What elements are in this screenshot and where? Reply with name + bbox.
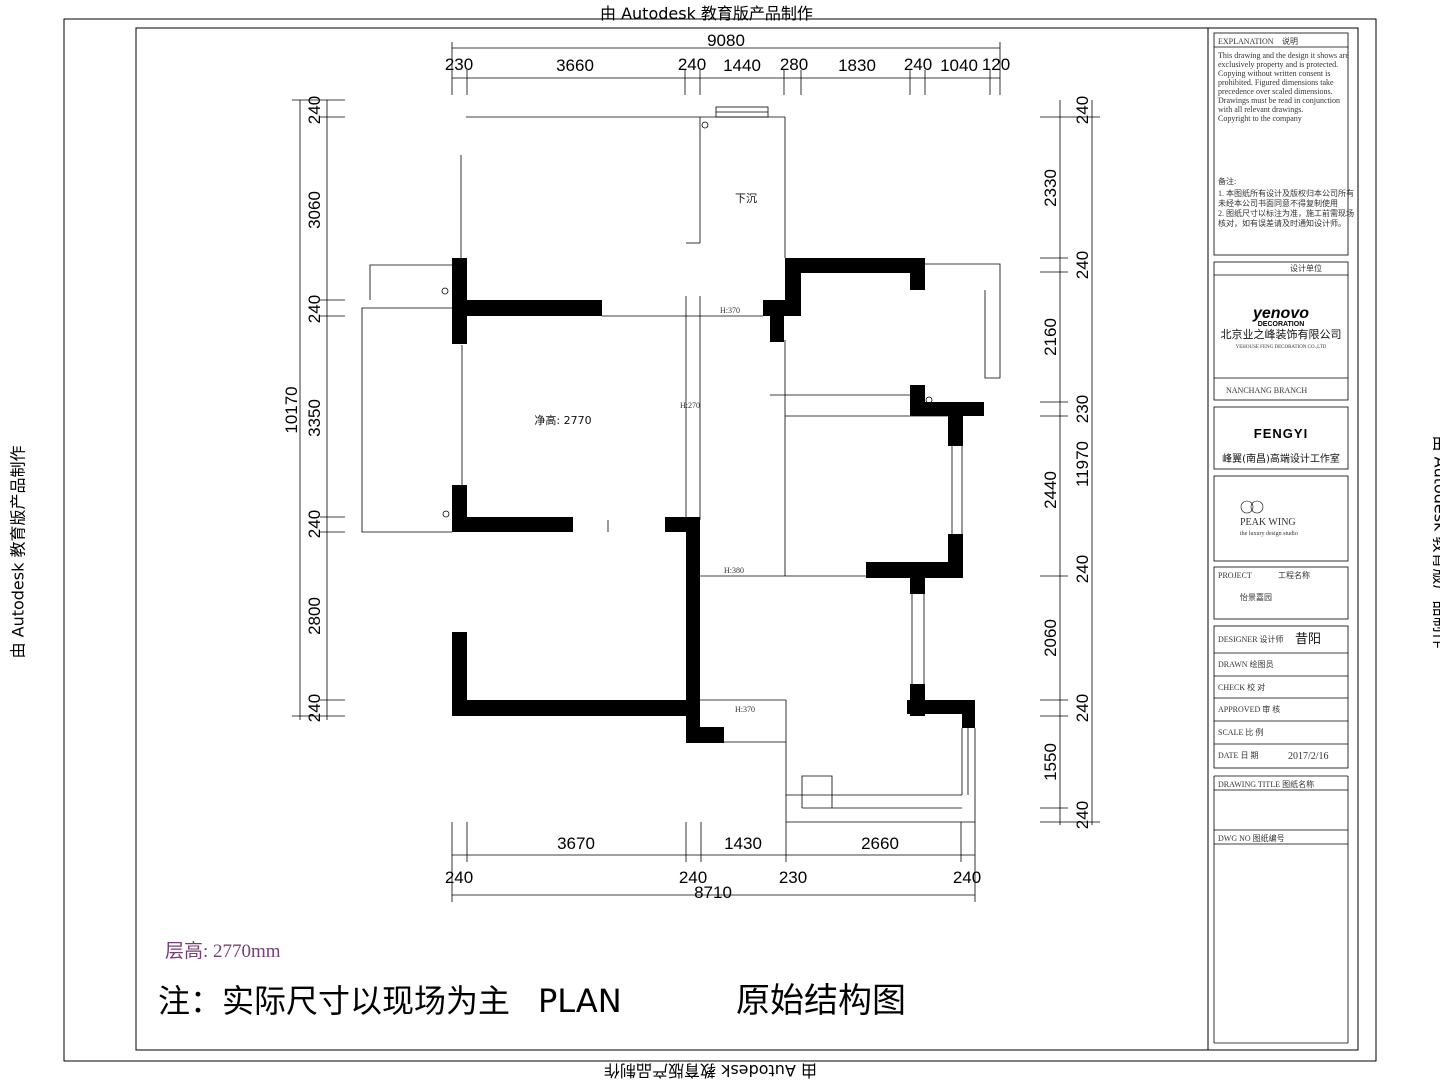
- beam-label-2: H:270: [680, 401, 700, 410]
- tb-note-line: 1. 本图纸所有设计及版权归本公司所有: [1218, 188, 1354, 198]
- dim-top-7: 1040: [940, 56, 978, 75]
- floor-height-note: 层高: 2770mm: [165, 940, 281, 962]
- tb-check-label: CHECK 校 对: [1218, 682, 1265, 692]
- peak-wing-icon-b: [1250, 500, 1264, 514]
- tb-note-line: 未经本公司书面同意不得复制使用: [1218, 198, 1338, 208]
- tb-exp-line: This drawing and the design it shows are: [1218, 51, 1349, 60]
- tb-scale-label: SCALE 比 例: [1218, 727, 1263, 737]
- dim-top-1: 3660: [556, 56, 594, 75]
- dim-top-2: 240: [678, 55, 706, 74]
- tb-note-line: 2. 图纸尺寸以标注为准，施工前需现场: [1218, 208, 1354, 218]
- drawing-title: 原始结构图: [736, 981, 906, 1021]
- dim-top-8: 120: [982, 55, 1010, 74]
- tb-branch: NANCHANG BRANCH: [1226, 386, 1307, 395]
- dim-left-1: 3060: [305, 191, 324, 229]
- dim-top-6: 240: [904, 55, 932, 74]
- dim-right-5: 2440: [1041, 471, 1060, 509]
- tb-project-label-cn: 工程名称: [1278, 570, 1310, 580]
- tb-explanation-header: EXPLANATION: [1218, 37, 1274, 46]
- tb-project-name: 怡景嘉园: [1240, 592, 1272, 602]
- tb-company-logo-sub: DECORATION: [1258, 321, 1305, 328]
- tb-approved-label: APPROVED 审 核: [1218, 704, 1280, 714]
- tb-explanation-header-cn: 说明: [1282, 36, 1298, 46]
- tb-date-value: 2017/2/16: [1288, 751, 1329, 762]
- beam-label-1: H:370: [720, 306, 740, 315]
- room-label-upper: 下沉: [735, 192, 757, 205]
- tb-design-unit: 设计单位: [1290, 263, 1322, 273]
- dim-bottom-total: 8710: [694, 883, 732, 902]
- tb-company-name-en: YEHOUSE FENG DECORATION CO.,LTD: [1236, 345, 1327, 350]
- dim-left-6: 240: [305, 694, 324, 722]
- watermark-top: 由 Autodesk 教育版产品制作: [600, 4, 813, 23]
- tb-studio-name: 峰翼(南昌)高端设计工作室: [1222, 452, 1340, 465]
- dim-left-total: 10170: [282, 386, 301, 433]
- dim-right-7: 2060: [1041, 619, 1060, 657]
- dim-top-4: 280: [780, 55, 808, 74]
- tb-exp-line: precedence over scaled dimensions.: [1218, 87, 1333, 96]
- tb-exp-line: exclusively property and is protected.: [1218, 60, 1338, 69]
- dim-top-total: 9080: [707, 31, 745, 50]
- dim-left-3: 3350: [305, 399, 324, 437]
- dim-bottom-lower-0: 240: [445, 868, 473, 887]
- dim-right-0: 240: [1073, 96, 1092, 124]
- dim-right-9: 1550: [1041, 743, 1060, 781]
- dim-left-0: 240: [305, 96, 324, 124]
- tb-drawn-label: DRAWN 绘图员: [1218, 659, 1274, 669]
- tb-exp-line: Copying without written consent is: [1218, 69, 1330, 78]
- tb-designer-name: 昔阳: [1295, 632, 1321, 647]
- dim-top-5: 1830: [838, 56, 876, 75]
- tb-exp-line: Drawings must be read in conjunction: [1218, 96, 1340, 105]
- plan-thin-lines: [361, 106, 1001, 823]
- tb-drawing-title-label: DRAWING TITLE 图纸名称: [1218, 779, 1314, 789]
- tb-date-label: DATE 日 期: [1218, 751, 1258, 760]
- dim-right-4: 230: [1073, 395, 1092, 423]
- dim-bottom-upper-0: 3670: [557, 834, 595, 853]
- dim-right-8: 240: [1073, 694, 1092, 722]
- tb-exp-line: with all relevant drawings.: [1218, 105, 1303, 114]
- title-block: [1213, 32, 1349, 1044]
- tb-company-name: 北京业之峰装饰有限公司: [1221, 327, 1342, 341]
- dim-left-2: 240: [305, 295, 324, 323]
- dim-bottom-upper-1: 1430: [724, 834, 762, 853]
- tb-drawing-no-label: DWG NO 图纸编号: [1218, 833, 1285, 843]
- outer-frame: [63, 18, 1377, 1062]
- dimension-lines: [292, 42, 1100, 902]
- tb-company-logo: yenovo: [1252, 305, 1309, 322]
- dim-top-0: 230: [445, 55, 473, 74]
- dim-left-5: 2800: [305, 597, 324, 635]
- tb-studio-logo: FENGYI: [1254, 426, 1308, 441]
- room-label-living: 净高: 2770: [534, 413, 591, 427]
- dim-top-3: 1440: [723, 56, 761, 75]
- tb-explanation-text: This drawing and the design it shows are…: [1218, 51, 1349, 123]
- dim-right-6: 240: [1073, 555, 1092, 583]
- tb-exp-line: Copyright to the company: [1218, 114, 1302, 123]
- dim-bottom-lower-3: 240: [953, 868, 981, 887]
- dim-right-total: 11970: [1073, 441, 1092, 487]
- beam-label-4: H:370: [735, 705, 755, 714]
- peak-wing-icon: [1240, 500, 1254, 514]
- tb-exp-line: prohibited. Figured dimensions take: [1218, 78, 1334, 87]
- dim-right-3: 2160: [1041, 318, 1060, 356]
- tb-project-label: PROJECT: [1218, 571, 1252, 580]
- structural-walls: [452, 258, 984, 743]
- tb-peak-wing: PEAK WING: [1240, 517, 1296, 528]
- dim-right-1: 2330: [1041, 169, 1060, 207]
- plan-label: PLAN: [538, 982, 622, 1020]
- dim-bottom-upper-2: 2660: [861, 834, 899, 853]
- tb-note-line: 核对，如有误差请及时通知设计师。: [1218, 218, 1346, 228]
- tb-designer-label: DESIGNER 设计师: [1218, 634, 1284, 644]
- tb-peak-wing-sub: the luxury design studio: [1240, 531, 1298, 537]
- inner-frame: [135, 27, 1359, 1051]
- tb-notes-header: 备注:: [1218, 176, 1236, 186]
- dim-bottom-lower-2: 230: [779, 868, 807, 887]
- beam-label-3: H:380: [724, 566, 744, 575]
- dim-right-10: 240: [1073, 801, 1092, 829]
- dim-right-2: 240: [1073, 251, 1092, 279]
- main-note: 注：实际尺寸以现场为主: [158, 982, 510, 1020]
- dim-left-4: 240: [305, 510, 324, 538]
- dim-bottom-lower-1: 240: [679, 868, 707, 887]
